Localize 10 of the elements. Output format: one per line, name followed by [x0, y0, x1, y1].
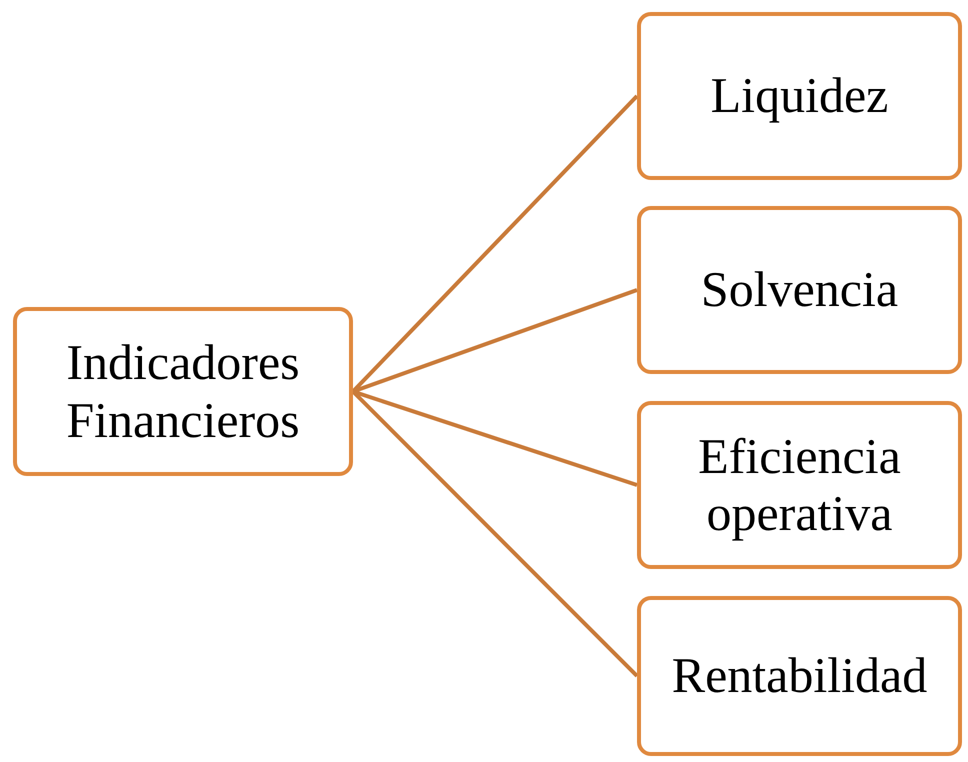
category-box [637, 12, 962, 180]
category-box [637, 206, 962, 374]
root-box [13, 307, 353, 476]
node-label: Eficiencia operativa [697, 428, 902, 542]
node-label: Rentabilidad [672, 647, 928, 705]
category-box [637, 596, 962, 756]
node-label: Indicadores Financieros [65, 334, 301, 449]
node-label: Liquidez [710, 67, 888, 125]
node-label: Solvencia [700, 261, 898, 319]
category-box [637, 401, 962, 569]
